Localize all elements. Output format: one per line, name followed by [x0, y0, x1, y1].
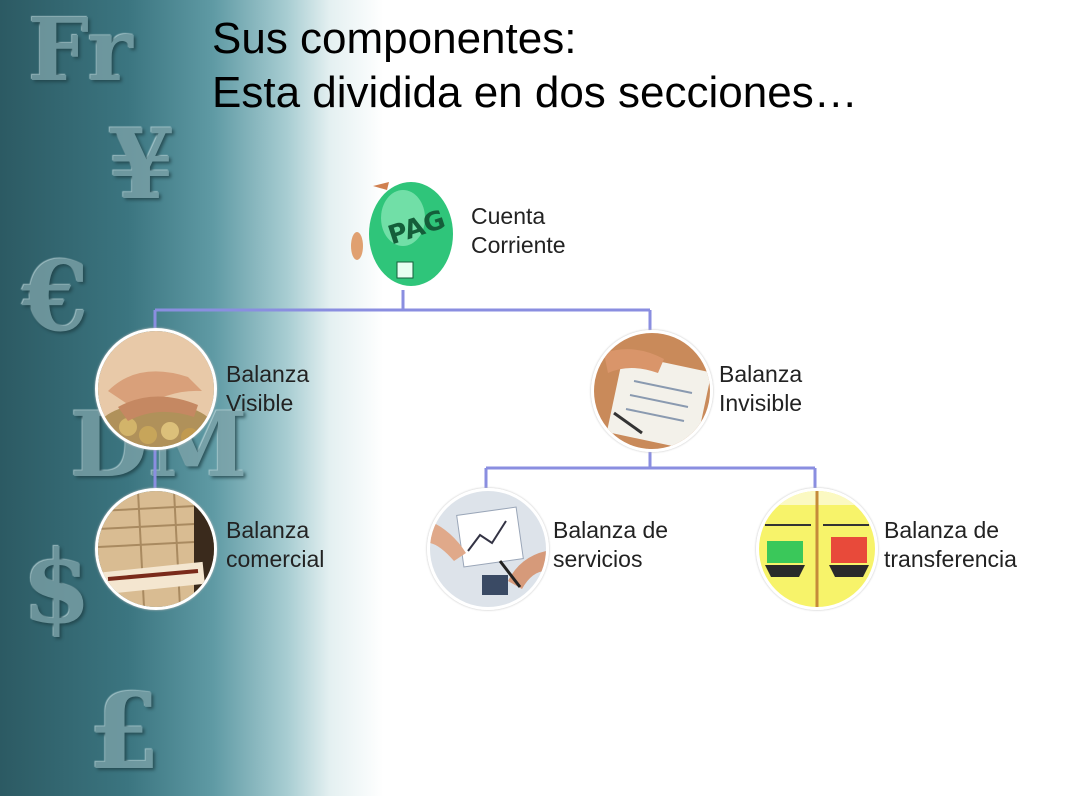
dollar-symbol-icon: $	[22, 528, 92, 646]
business-hands-icon	[430, 491, 546, 607]
balanza-invisible-label: Balanza Invisible	[719, 361, 803, 416]
document-signing-icon	[594, 333, 710, 449]
balanza-transferencia-label: Balanza de transferencia	[884, 517, 1017, 572]
balanza-visible-image	[95, 328, 217, 450]
balanza-comercial-image	[95, 488, 217, 610]
hands-coins-icon	[98, 331, 214, 447]
balanza-comercial-paper-icon	[98, 491, 214, 607]
title-line-2: Esta dividida en dos secciones…	[212, 68, 858, 117]
balanza-servicios-image	[427, 488, 549, 610]
balanza-transferencia-image	[756, 488, 878, 610]
scales-chart-icon	[759, 491, 875, 607]
pound-symbol-icon: £	[88, 670, 161, 793]
slide-title: Sus componentes: Esta dividida en dos se…	[212, 12, 858, 120]
balanza-servicios-label: Balanza de servicios	[553, 517, 669, 572]
cuenta-corriente-label: Cuenta Corriente	[471, 203, 566, 258]
franc-symbol-icon: Fr	[28, 0, 133, 101]
cuenta-corriente-image: PAG	[345, 174, 457, 286]
balanza-visible-label: Balanza Visible	[226, 361, 310, 416]
pago-egg-icon: PAG	[351, 182, 453, 286]
balanza-invisible-image	[591, 330, 713, 452]
balanza-comercial-label: Balanza comercial	[226, 517, 325, 572]
title-line-1: Sus componentes:	[212, 14, 577, 63]
yen-symbol-icon: ¥	[108, 108, 175, 221]
euro-symbol-icon: €	[22, 240, 89, 353]
